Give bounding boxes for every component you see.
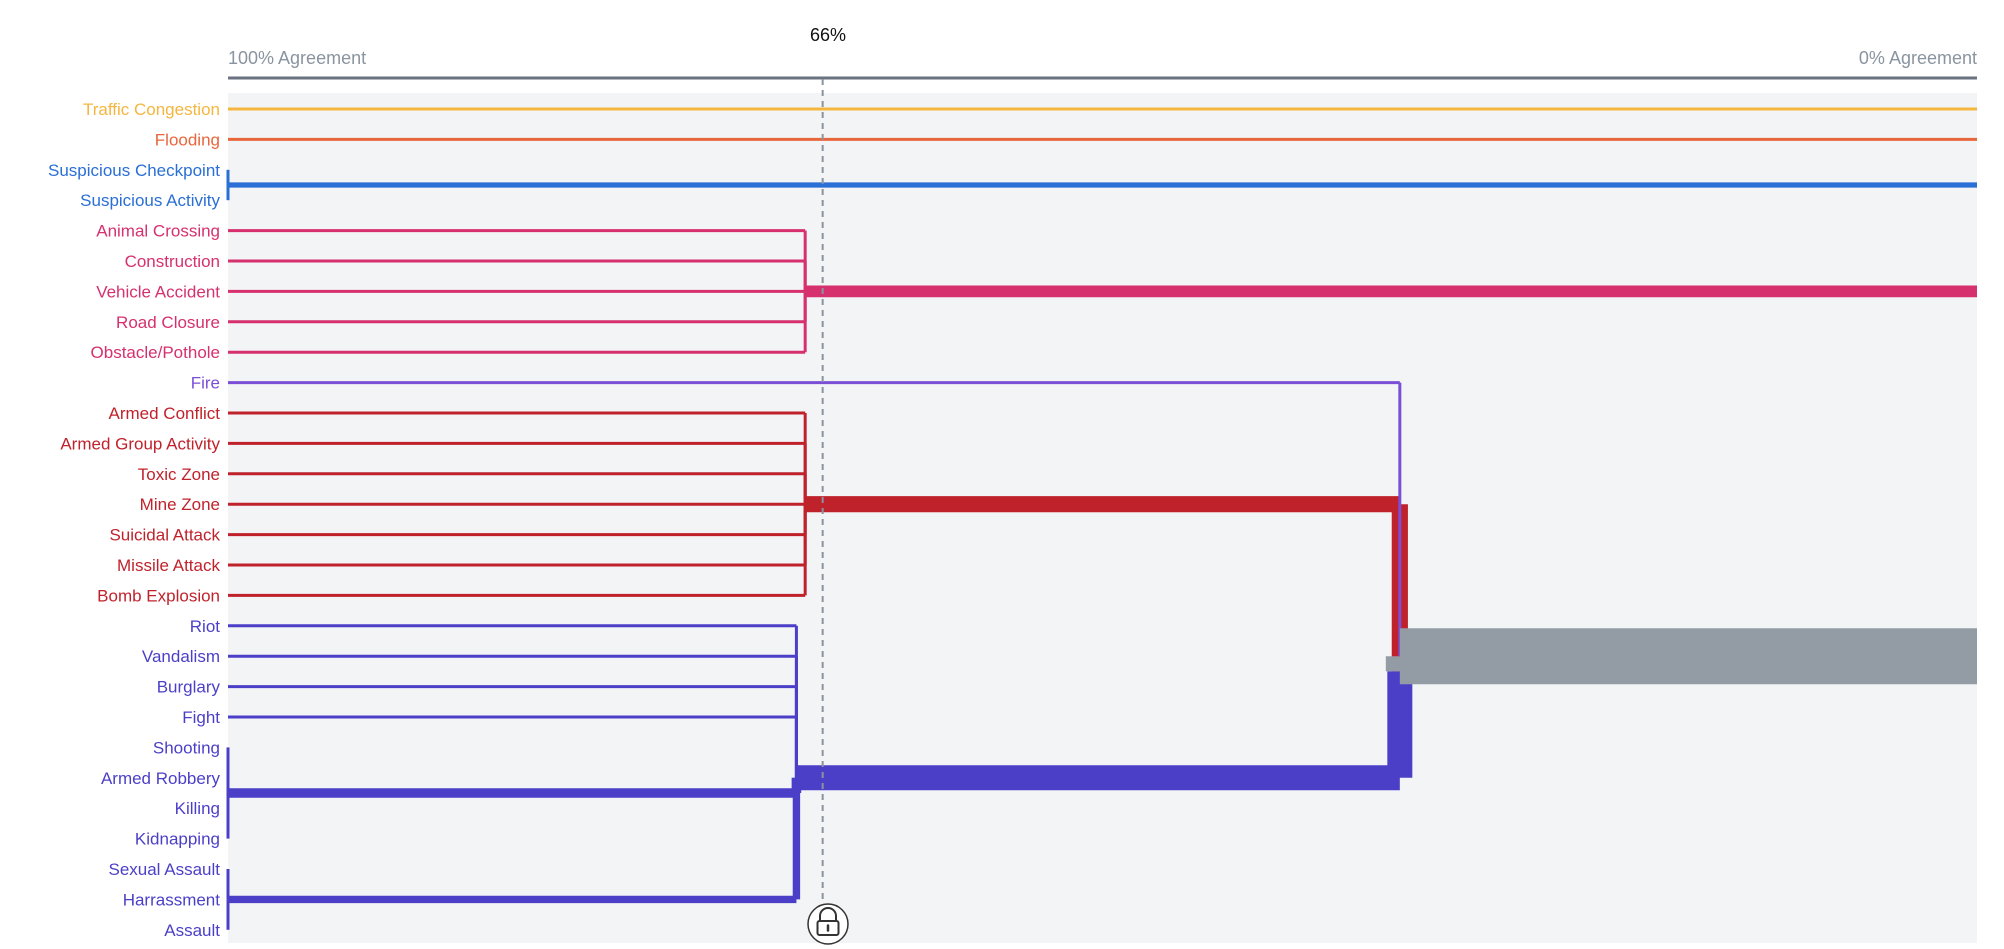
- leaf-label: Road Closure: [116, 313, 220, 332]
- leaf-label: Suspicious Checkpoint: [48, 161, 220, 180]
- leaf-label: Armed Group Activity: [60, 434, 220, 453]
- leaf-label: Missile Attack: [117, 556, 220, 575]
- leaf-label: Sexual Assault: [108, 860, 220, 879]
- leaf-label: Shooting: [153, 738, 220, 757]
- leaf-label: Suspicious Activity: [80, 191, 220, 210]
- leaf-label: Riot: [190, 617, 221, 636]
- lock-icon: [816, 907, 840, 936]
- axis-left-label: 100% Agreement: [228, 48, 366, 68]
- leaf-label: Armed Conflict: [109, 404, 221, 423]
- leaf-label: Mine Zone: [140, 495, 220, 514]
- leaf-label: Suicidal Attack: [109, 526, 220, 545]
- leaf-label: Obstacle/Pothole: [91, 343, 220, 362]
- leaf-label: Flooding: [155, 130, 220, 149]
- leaf-label: Burglary: [157, 678, 221, 697]
- leaf-label: Toxic Zone: [138, 465, 220, 484]
- leaf-label: Construction: [125, 252, 220, 271]
- leaf-label: Fight: [182, 708, 220, 727]
- axis-right-label: 0% Agreement: [1859, 48, 1977, 68]
- leaf-label: Vandalism: [142, 647, 220, 666]
- leaf-label: Bomb Explosion: [97, 586, 220, 605]
- leaf-label: Assault: [164, 921, 220, 940]
- threshold-lock-handle[interactable]: [807, 903, 849, 945]
- leaf-label: Fire: [191, 374, 220, 393]
- leaf-label: Armed Robbery: [101, 769, 221, 788]
- leaf-label: Traffic Congestion: [83, 100, 220, 119]
- leaf-label: Killing: [175, 799, 220, 818]
- leaf-label: Vehicle Accident: [96, 282, 220, 301]
- plot-background: [228, 93, 1977, 943]
- threshold-label: 66%: [810, 25, 846, 45]
- leaf-label: Animal Crossing: [96, 222, 220, 241]
- leaf-label: Kidnapping: [135, 830, 220, 849]
- leaf-label: Harrassment: [123, 890, 221, 909]
- dendrogram-links: [226, 107, 1977, 930]
